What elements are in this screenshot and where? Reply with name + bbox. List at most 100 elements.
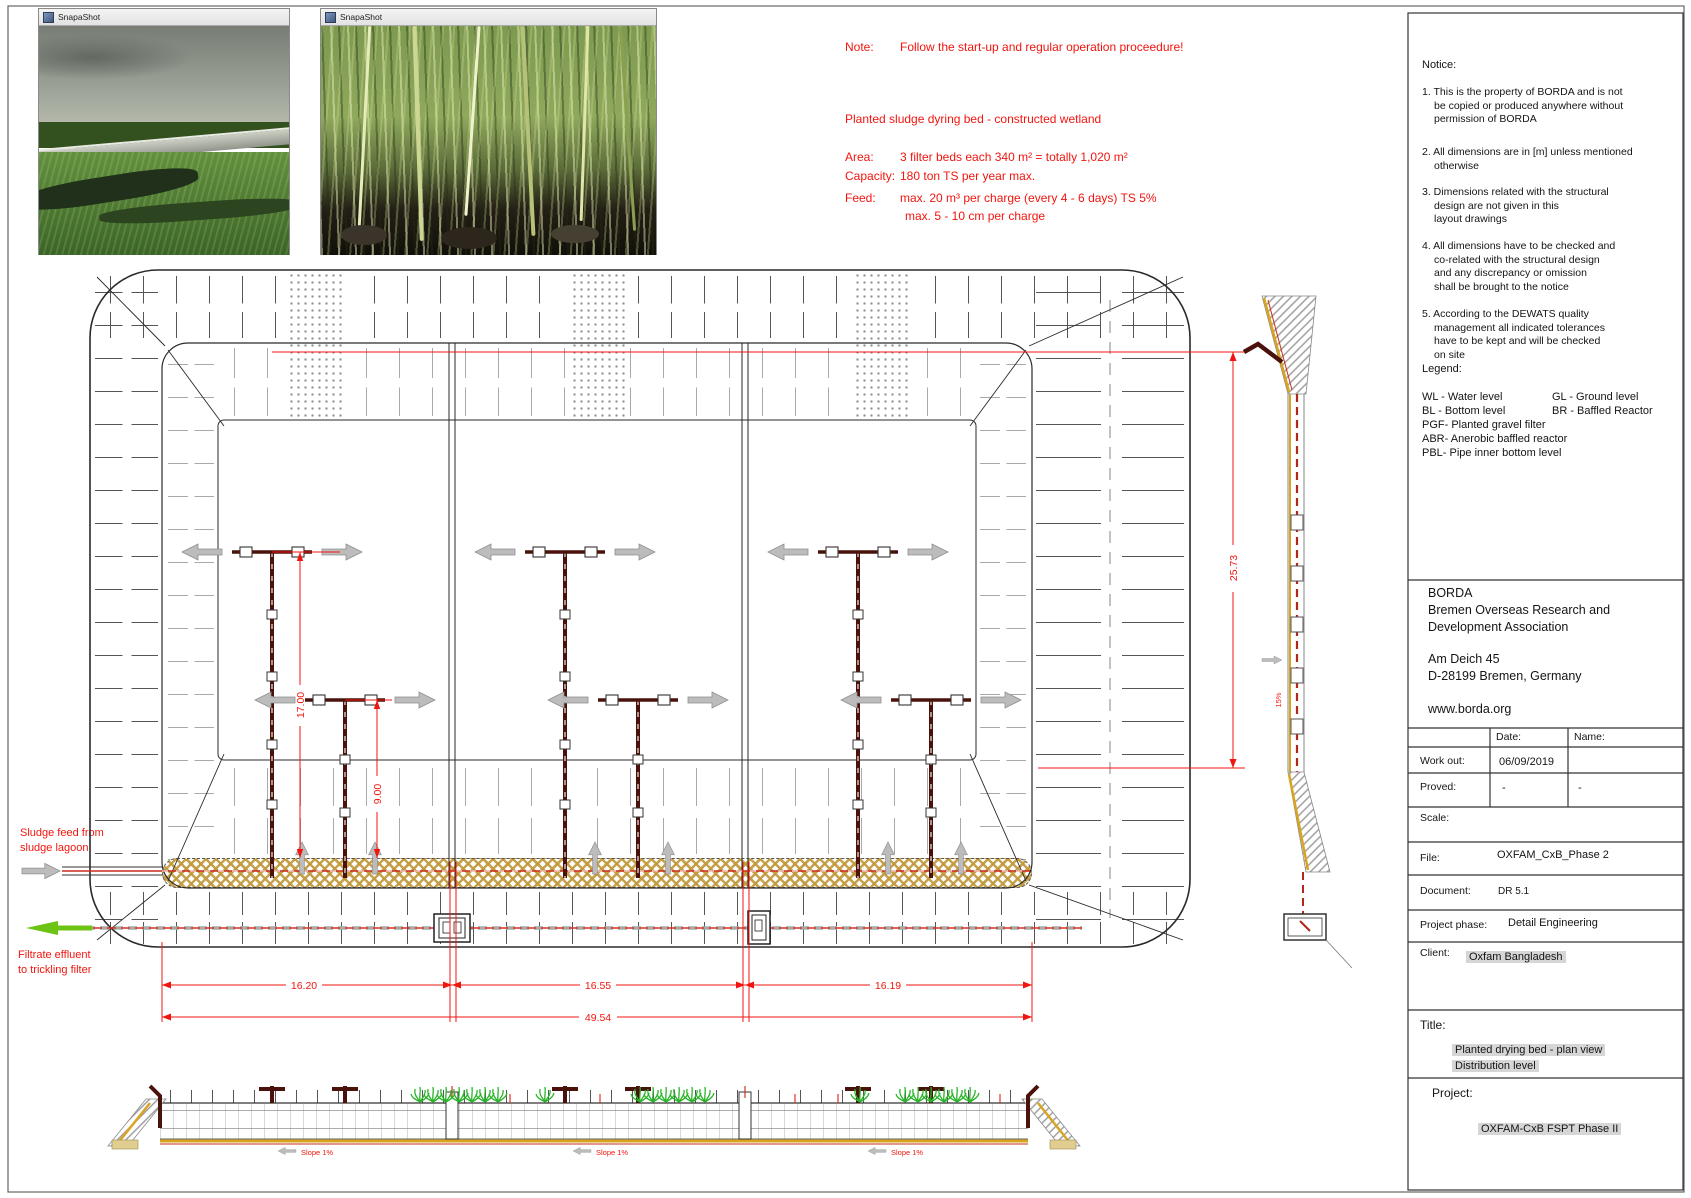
legend-bl: BL - Bottom level [1422, 405, 1506, 417]
file-value: OXFAM_CxB_Phase 2 [1497, 849, 1609, 861]
inner-slope-hatch-right [980, 350, 1026, 878]
legend-br: BR - Baffled Reactor [1552, 405, 1653, 417]
notice-item-4: 4. All dimensions have to be checked and… [1422, 240, 1616, 293]
legend-abr: ABR- Anerobic baffled reactor [1422, 433, 1568, 445]
proved-name: - [1578, 782, 1582, 794]
page-border [7, 5, 1685, 1193]
dim-pipe-short: 9.00 [372, 784, 384, 805]
workout-label: Work out: [1420, 755, 1465, 767]
date-header: Date: [1496, 731, 1522, 743]
client-label: Client: [1420, 947, 1450, 959]
org-addr1: Am Deich 45 [1428, 652, 1500, 666]
dim-pipe-long: 17.00 [295, 692, 307, 718]
photo1-title: SnapaShot [58, 12, 101, 22]
feed-text: max. 20 m³ per charge (every 4 - 6 days)… [900, 191, 1157, 205]
title-label: Title: [1420, 1018, 1446, 1032]
embankment-hatch-bottom [96, 892, 1184, 944]
filtrate-green-arrow [26, 921, 92, 935]
org-line2: Development Association [1428, 620, 1569, 634]
name-header: Name: [1574, 731, 1605, 743]
section-tick-comb [170, 1090, 1025, 1103]
section-slope-label: 15% [1274, 692, 1283, 707]
drawing-subtitle: Planted sludge dyring bed - constructed … [845, 112, 1102, 126]
org-addr2: D-28199 Bremen, Germany [1428, 669, 1582, 683]
embankment-hatch-top [96, 276, 1184, 338]
file-label: File: [1420, 852, 1440, 864]
org-website[interactable]: www.borda.org [1428, 702, 1512, 716]
legend-gl: GL - Ground level [1552, 391, 1639, 403]
photo1-landscape-image [39, 26, 289, 255]
filtrate-line [26, 921, 1082, 935]
walkway-strip-3 [854, 272, 909, 420]
capacity-label: Capacity: [845, 169, 896, 183]
plan-view [89, 269, 1191, 948]
client-value: Oxfam Bangladesh [1466, 951, 1566, 963]
dim-bed-length: 25.73 [1228, 555, 1240, 581]
title-value-1: Planted drying bed - plan view [1452, 1044, 1606, 1056]
dimensions: 16.20 16.55 16.19 49.54 25.73 17.00 9.00 [161, 351, 1245, 1024]
project-label: Project: [1432, 1086, 1473, 1100]
org-name: BORDA [1428, 586, 1473, 600]
inner-slope-hatch-left [168, 350, 214, 878]
area-label: Area: [845, 150, 874, 164]
distribution-pipe-b3-long [767, 543, 949, 878]
notice-title: Notice: [1422, 59, 1457, 71]
sludge-feed-arrow [21, 863, 61, 879]
distribution-pipe-b1-long [181, 543, 363, 878]
proved-date: - [1502, 782, 1506, 794]
legend-title: Legend: [1422, 363, 1462, 375]
capacity-text: 180 ton TS per year max. [900, 169, 1036, 183]
slope-label-1: Slope 1% [301, 1148, 333, 1157]
org-line1: Bremen Overseas Research and [1428, 603, 1611, 617]
title-value-2: Distribution level [1452, 1060, 1539, 1072]
area-text: 3 filter beds each 340 m² = totally 1,02… [900, 150, 1128, 164]
walkway-strip-1 [288, 272, 343, 420]
photo-window-1[interactable]: SnapaShot [38, 8, 290, 255]
side-section-view: 15% [1242, 295, 1353, 969]
walkway-strip-2 [571, 272, 626, 420]
section-media-band [160, 1104, 1028, 1139]
document-value: DR 5.1 [1498, 886, 1530, 897]
dim-bed1-width: 16.20 [291, 980, 317, 992]
legend-pgf: PGF- Planted gravel filter [1422, 419, 1546, 431]
distribution-pipe-b2-short [547, 691, 729, 878]
dim-bed2-width: 16.55 [585, 980, 611, 992]
photo-window-2[interactable]: SnapaShot [320, 8, 657, 255]
snapshot-icon [325, 11, 336, 23]
outlet-chamber-1 [433, 913, 471, 943]
note-text: Follow the start-up and regular operatio… [900, 40, 1184, 54]
notice-item-5: 5. According to the DEWATS quality manag… [1422, 308, 1606, 361]
legend-pbl: PBL- Pipe inner bottom level [1422, 447, 1562, 459]
notice-item-2: 2. All dimensions are in [m] unless ment… [1422, 146, 1633, 172]
dim-total-width: 49.54 [585, 1012, 611, 1024]
title-block-frame [1407, 12, 1684, 1191]
project-phase-value: Detail Engineering [1508, 917, 1598, 929]
plant-tufts [410, 1086, 980, 1103]
snapshot-icon [43, 11, 54, 23]
slope-label-2: Slope 1% [596, 1148, 628, 1157]
sludge-feed-pipe [21, 863, 1030, 879]
distribution-pipe-b2-long [474, 543, 656, 878]
embankment-hatch-left [95, 278, 158, 940]
project-phase-label: Project phase: [1420, 919, 1488, 931]
feed-text2: max. 5 - 10 cm per charge [905, 209, 1046, 223]
scale-label: Scale: [1420, 812, 1450, 824]
photo1-titlebar[interactable]: SnapaShot [39, 9, 289, 26]
document-label: Document: [1420, 885, 1471, 897]
slope-label-3: Slope 1% [891, 1148, 923, 1157]
cross-section-view: Slope 1% Slope 1% Slope 1% [107, 1084, 1081, 1157]
dim-bed3-width: 16.19 [875, 980, 901, 992]
photo2-titlebar[interactable]: SnapaShot [321, 9, 656, 26]
filtrate-label: Filtrate effluent to trickling filter [18, 949, 92, 976]
outlet-chamber-2 [747, 910, 771, 945]
distribution-pipe-b1-short [254, 691, 436, 878]
notice-item-3: 3. Dimensions related with the structura… [1422, 186, 1609, 225]
note-label: Note: [845, 40, 874, 54]
sludge-feed-label: Sludge feed from sludge lagoon [20, 827, 104, 854]
photo2-reeds-image [321, 26, 656, 255]
distribution-pipe-b3-short [840, 691, 1022, 878]
notice-item-1: 1. This is the property of BORDA and is … [1422, 86, 1624, 125]
workout-date: 06/09/2019 [1499, 756, 1555, 768]
